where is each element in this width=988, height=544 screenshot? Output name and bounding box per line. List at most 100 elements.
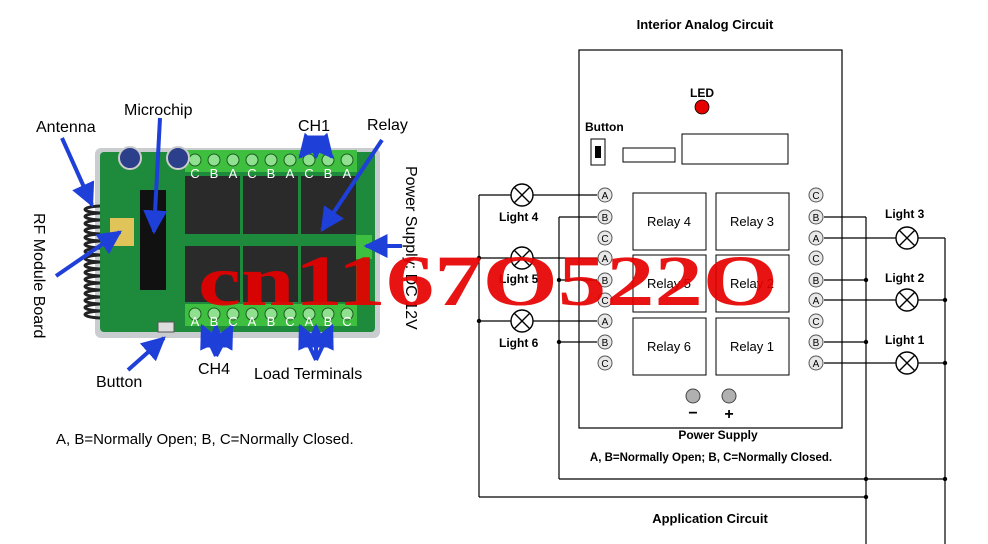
- top-terminal-letter: B: [210, 166, 219, 181]
- junction: [942, 476, 948, 482]
- relay-label-5: Relay 5: [647, 276, 691, 291]
- bottom-terminal-screws: [188, 307, 354, 321]
- left-terminal-letter: B: [602, 338, 609, 349]
- terminal-screw: [321, 307, 335, 321]
- relay-4: [185, 246, 240, 302]
- top-terminal-letter: B: [324, 166, 333, 181]
- light-5-label: Light 5: [499, 272, 539, 286]
- terminal-screw: [245, 153, 259, 167]
- right-terminal: [808, 313, 824, 329]
- terminal-screw: [207, 307, 221, 321]
- label-ch4: CH4: [198, 361, 230, 378]
- terminal-screw: [226, 307, 240, 321]
- power-minus-knob: [685, 388, 701, 404]
- top-terminal-letter: C: [304, 166, 313, 181]
- right-terminal-letter: C: [812, 317, 819, 328]
- junction: [863, 494, 869, 500]
- application-circuit-label: Application Circuit: [652, 511, 768, 526]
- left-terminal: [597, 230, 613, 246]
- rf-module: [110, 218, 134, 246]
- label-antenna: Antenna: [36, 119, 96, 136]
- junction: [476, 255, 482, 261]
- junction: [863, 339, 869, 345]
- right-terminal: [808, 187, 824, 203]
- terminal-screw: [245, 307, 259, 321]
- relay-6: [301, 246, 356, 302]
- right-terminal-letter: A: [813, 234, 820, 245]
- terminal-screw: [226, 153, 240, 167]
- right-terminal: [808, 230, 824, 246]
- arrow-rf-module: [54, 230, 122, 278]
- terminal-screw: [302, 153, 316, 167]
- top-terminal-letter: B: [267, 166, 276, 181]
- circuit-note: A, B=Normally Open; B, C=Normally Closed…: [590, 452, 832, 464]
- module-box: [578, 49, 843, 429]
- bottom-terminal-letter: A: [191, 314, 200, 329]
- relay-5: [243, 246, 298, 302]
- light-2-label: Light 2: [885, 271, 925, 285]
- module-button-label: Button: [585, 120, 624, 134]
- bottom-terminal-letter: B: [267, 314, 276, 329]
- microchip: [140, 190, 166, 290]
- right-terminal-letter: A: [813, 359, 820, 370]
- led-label: LED: [690, 86, 714, 100]
- arrow-button: [126, 336, 166, 372]
- terminal-screw: [264, 153, 278, 167]
- junction: [863, 277, 869, 283]
- terminal-screw: [340, 307, 354, 321]
- junction: [942, 297, 948, 303]
- left-terminal: [597, 313, 613, 329]
- relay-2: [243, 176, 298, 234]
- label-microchip: Microchip: [124, 102, 193, 119]
- left-terminal-letter: A: [602, 317, 609, 328]
- light-4-label: Light 4: [499, 210, 539, 224]
- right-terminal-letter: C: [812, 191, 819, 202]
- bottom-terminal-letter: A: [248, 314, 257, 329]
- relay-label-4: Relay 4: [647, 214, 691, 229]
- watermark-text: cn1167O522O: [198, 241, 778, 321]
- top-terminal-letter: C: [190, 166, 199, 181]
- junction-dots: [476, 255, 948, 500]
- left-terminal: [597, 187, 613, 203]
- junction: [556, 277, 562, 283]
- left-terminal: [597, 272, 613, 288]
- lamp-light-3: [895, 226, 919, 250]
- label-power-supply: Power Supply: DC 12V: [402, 166, 419, 330]
- module-button-knob: [595, 146, 601, 158]
- board-button: [157, 321, 175, 333]
- arrow-load-c: [311, 323, 334, 361]
- label-relay: Relay: [367, 117, 408, 134]
- right-terminal-letter: C: [812, 254, 819, 265]
- left-terminal-letter: C: [601, 296, 608, 307]
- relay-label-3: Relay 3: [730, 214, 774, 229]
- left-terminal-letter: B: [602, 213, 609, 224]
- bottom-terminal-letter: B: [210, 314, 219, 329]
- terminal-screw: [188, 307, 202, 321]
- left-terminal-letter: C: [601, 359, 608, 370]
- relay-label-2: Relay 2: [730, 276, 774, 291]
- relay-1: [185, 176, 240, 234]
- top-terminal-letter: A: [286, 166, 295, 181]
- relay-label-1: Relay 1: [730, 339, 774, 354]
- board-photo: [83, 146, 380, 338]
- relay-box-3: [715, 192, 790, 251]
- module-chip-large: [681, 133, 789, 165]
- relay-3: [301, 176, 356, 234]
- right-terminal-letter: A: [813, 296, 820, 307]
- top-terminal-screws: [188, 153, 354, 167]
- left-terminal-letter: C: [601, 234, 608, 245]
- right-terminal: [808, 355, 824, 371]
- relay-box-6: [632, 317, 707, 376]
- right-terminal: [808, 334, 824, 350]
- capacitor-1: [118, 146, 142, 170]
- terminal-screw: [283, 153, 297, 167]
- terminal-screw: [340, 153, 354, 167]
- label-button: Button: [96, 374, 142, 391]
- left-terminal: [597, 355, 613, 371]
- power-minus-label: −: [688, 405, 697, 422]
- left-terminal: [597, 250, 613, 266]
